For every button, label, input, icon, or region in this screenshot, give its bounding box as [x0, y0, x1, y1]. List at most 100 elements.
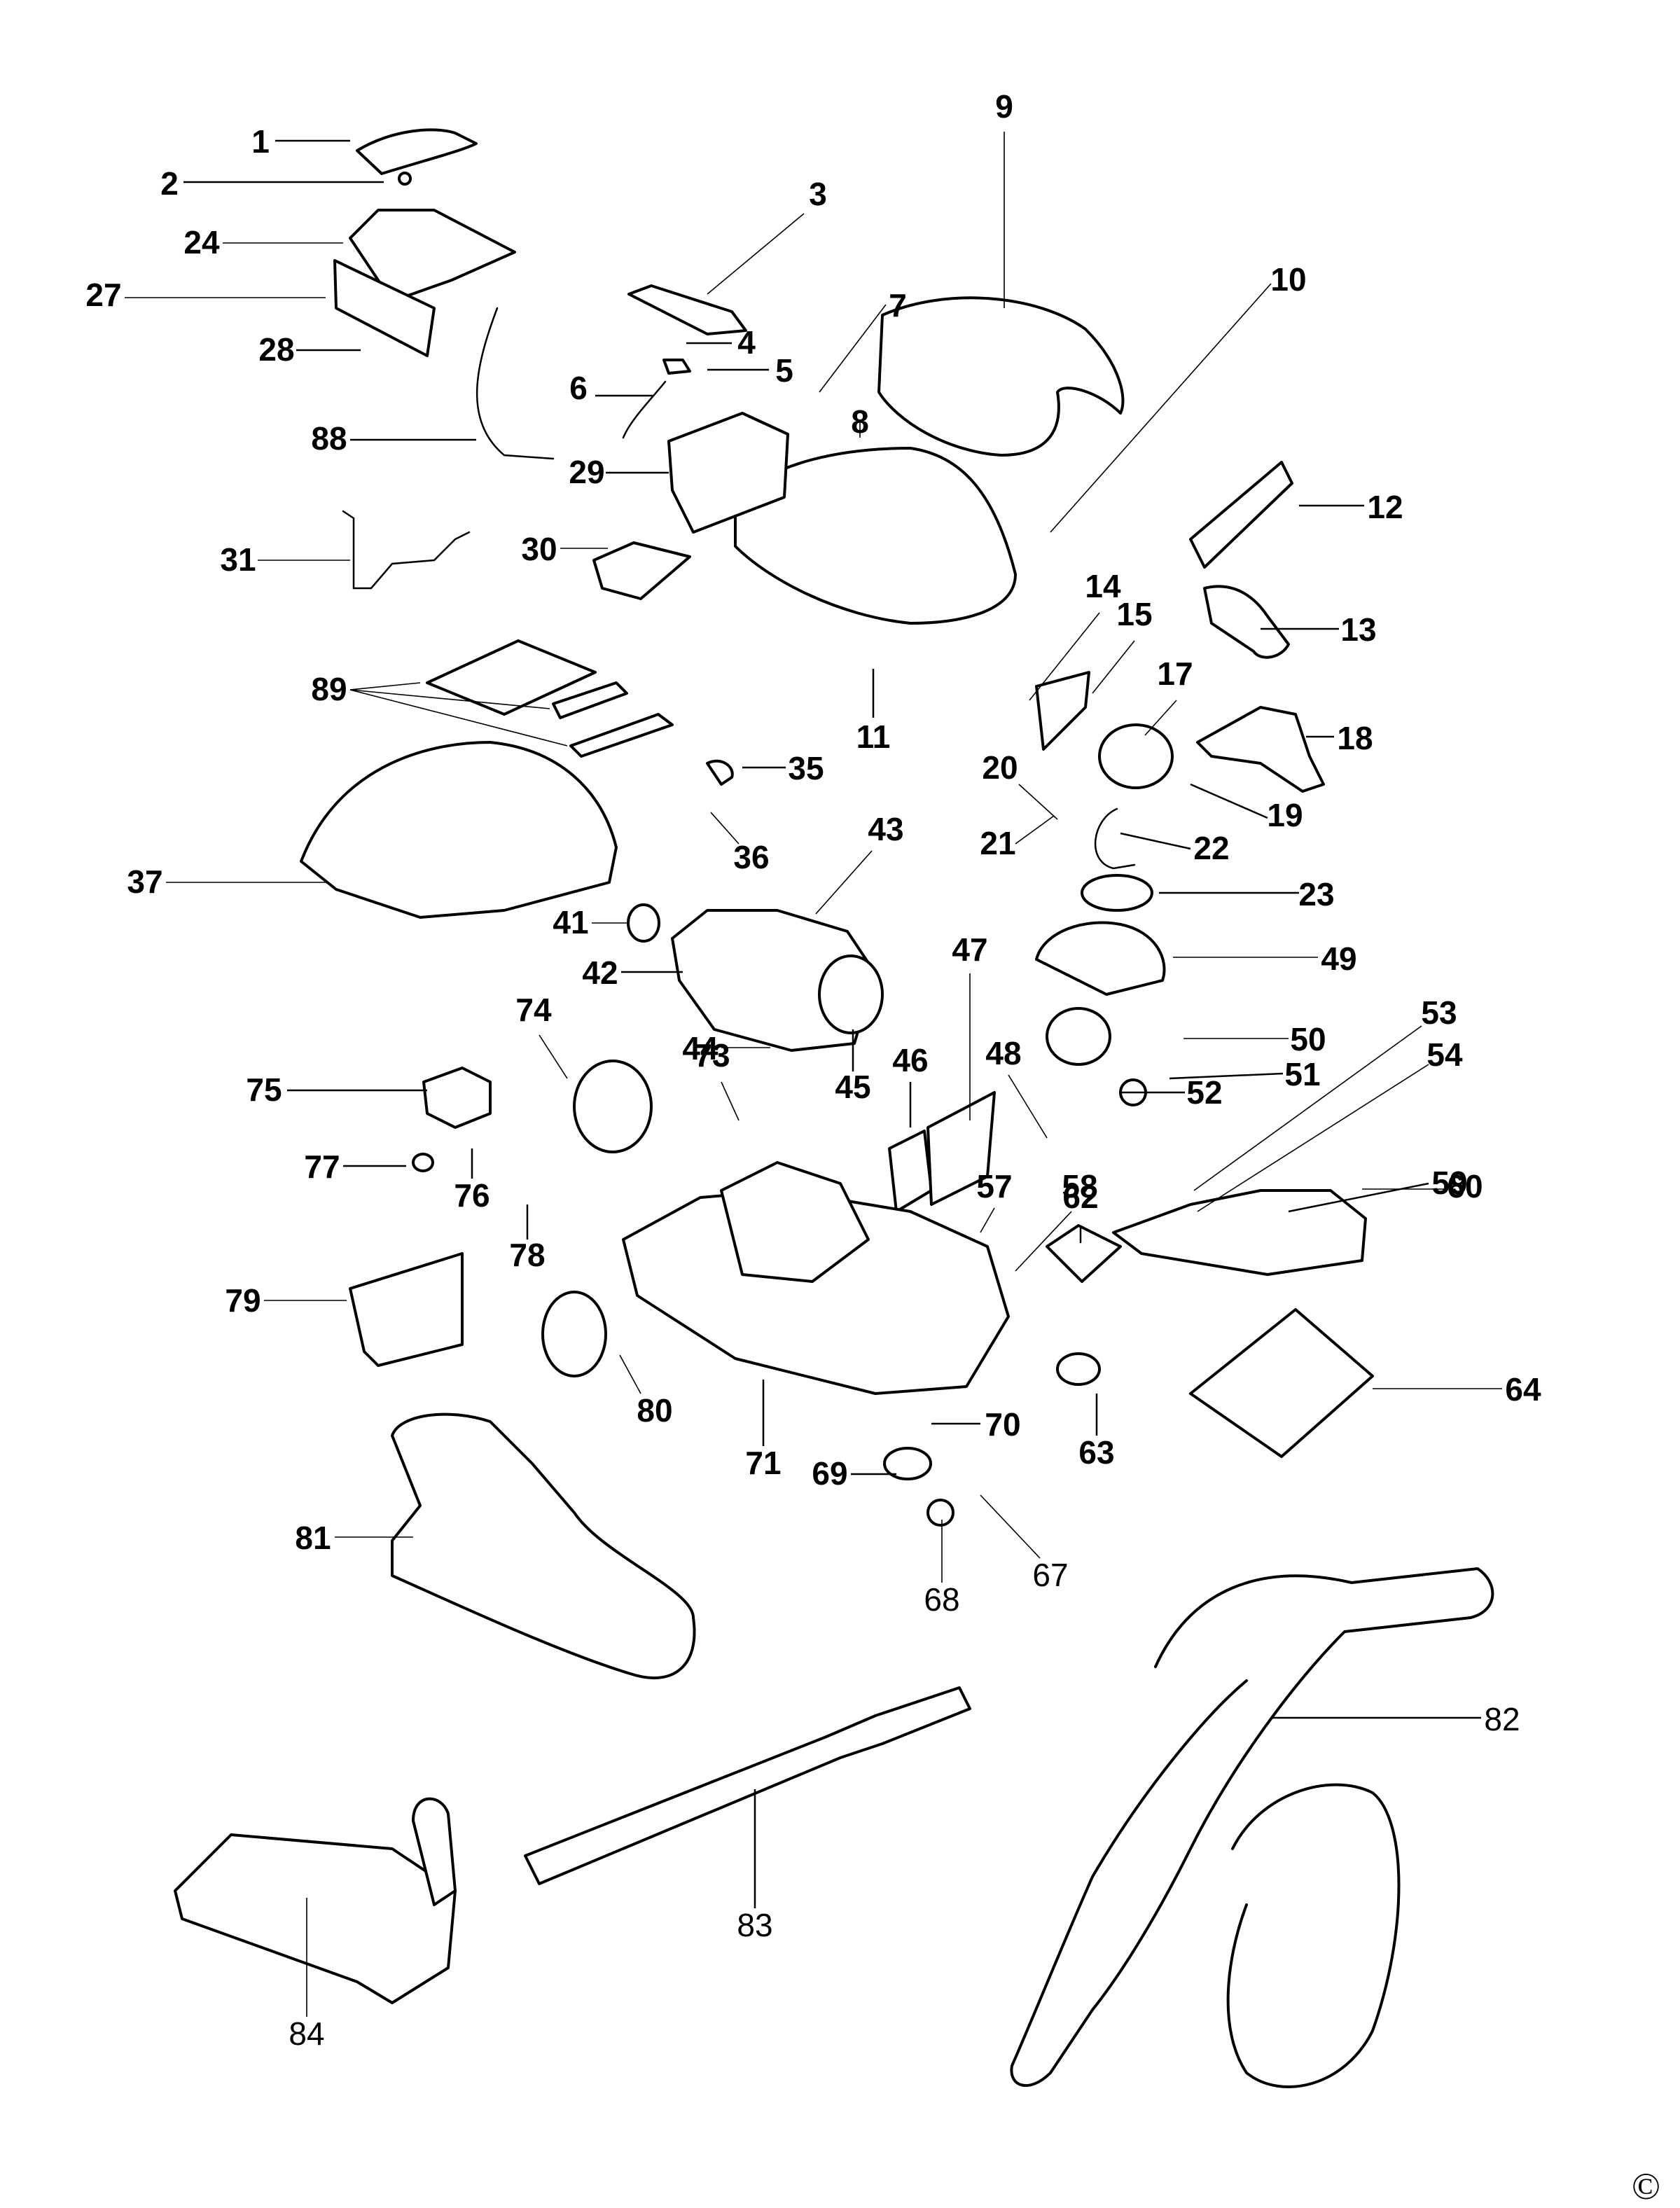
part-label-15: 15 — [1116, 596, 1152, 632]
part-label-20: 20 — [982, 749, 1018, 786]
part-18-nozzle — [1196, 706, 1325, 793]
part-45-end — [818, 954, 884, 1034]
part-30-socket — [592, 541, 691, 600]
part-label-45: 45 — [835, 1069, 870, 1105]
leader-line-part-73 — [721, 1081, 740, 1121]
leader-line-part-74 — [539, 1034, 568, 1079]
part-81-bag — [391, 1412, 696, 1680]
part-label-47: 47 — [952, 931, 987, 968]
part-label-53: 53 — [1421, 994, 1457, 1031]
part-88-cable — [476, 307, 555, 460]
part-label-81: 81 — [295, 1520, 331, 1556]
part-46-plate — [888, 1130, 933, 1213]
part-label-10: 10 — [1270, 261, 1306, 298]
part-13-brush — [1203, 585, 1290, 659]
part-47-filter — [926, 1091, 996, 1206]
part-63-ring — [1056, 1352, 1101, 1386]
part-12-crevice-tool — [1189, 461, 1293, 569]
part-label-5: 5 — [775, 352, 793, 389]
part-label-54: 54 — [1426, 1036, 1463, 1073]
part-label-62: 62 — [1062, 1179, 1098, 1215]
part-label-74: 74 — [515, 992, 552, 1028]
part-74-filter — [573, 1060, 653, 1153]
part-label-24: 24 — [183, 224, 220, 261]
part-79-bag-holder — [349, 1252, 464, 1367]
part-label-41: 41 — [553, 904, 588, 940]
part-label-36: 36 — [733, 839, 769, 875]
part-83-wand — [524, 1686, 971, 1885]
part-84-neck — [412, 1797, 457, 1906]
leader-line-part-17 — [1144, 700, 1177, 736]
part-label-7: 7 — [889, 287, 907, 324]
part-label-50: 50 — [1290, 1021, 1326, 1057]
part-label-27: 27 — [85, 277, 121, 313]
part-89-filter-a — [426, 639, 597, 716]
part-label-11: 11 — [856, 718, 891, 755]
part-label-60: 60 — [1447, 1168, 1483, 1204]
part-label-67: 67 — [1032, 1557, 1068, 1593]
part-label-52: 52 — [1186, 1074, 1222, 1111]
leader-lines — [125, 132, 1502, 2017]
part-label-75: 75 — [246, 1071, 282, 1108]
leader-line-part-48 — [1008, 1074, 1048, 1139]
part-label-82: 82 — [1484, 1701, 1520, 1737]
part-label-78: 78 — [509, 1237, 545, 1273]
part-6-switch — [622, 380, 667, 439]
part-label-22: 22 — [1193, 830, 1229, 866]
part-label-79: 79 — [225, 1282, 261, 1319]
leader-line-part-57 — [980, 1207, 995, 1233]
part-label-18: 18 — [1337, 720, 1373, 756]
part-label-44: 44 — [682, 1030, 718, 1067]
part-label-88: 88 — [311, 420, 347, 457]
part-label-13: 13 — [1340, 611, 1376, 648]
part-label-14: 14 — [1085, 568, 1121, 604]
part-label-6: 6 — [569, 370, 588, 406]
part-label-43: 43 — [868, 811, 903, 847]
part-label-4: 4 — [737, 324, 756, 361]
part-1-handle-cap — [356, 128, 478, 175]
part-75-box — [422, 1067, 492, 1129]
part-label-8: 8 — [851, 403, 869, 440]
part-label-57: 57 — [976, 1168, 1012, 1204]
part-62-seat — [1046, 1224, 1122, 1283]
part-35-clip — [706, 759, 734, 786]
part-27-panel — [333, 259, 436, 357]
leader-line-part-19 — [1190, 783, 1268, 819]
part-3-plate — [627, 284, 747, 335]
leader-line-part-58 — [1015, 1211, 1072, 1272]
leader-line-part-89 — [349, 682, 421, 690]
part-64-bag — [1189, 1308, 1374, 1458]
part-label-89: 89 — [311, 671, 347, 707]
leader-line-part-59 — [1288, 1182, 1429, 1213]
leader-line-part-20 — [1018, 784, 1058, 820]
part-22-clip — [1094, 807, 1136, 870]
part-label-3: 3 — [809, 176, 827, 212]
leader-line-part-36 — [710, 812, 740, 845]
part-label-46: 46 — [892, 1042, 928, 1078]
part-label-2: 2 — [160, 165, 179, 202]
part-label-35: 35 — [788, 750, 824, 786]
part-11-body — [734, 447, 1017, 625]
part-label-28: 28 — [258, 331, 294, 368]
part-label-37: 37 — [127, 863, 162, 900]
leader-line-part-10 — [1050, 283, 1272, 533]
part-label-84: 84 — [289, 2015, 324, 2052]
leader-line-part-22 — [1120, 832, 1191, 850]
part-label-48: 48 — [985, 1035, 1021, 1071]
part-label-21: 21 — [980, 825, 1015, 861]
leader-line-part-43 — [815, 850, 873, 915]
part-77-bulb — [412, 1153, 434, 1172]
part-49-housing — [1035, 921, 1166, 996]
leader-line-part-7 — [819, 304, 887, 393]
part-label-30: 30 — [521, 531, 557, 567]
part-label-63: 63 — [1078, 1434, 1114, 1471]
leader-line-part-3 — [707, 213, 805, 295]
leader-line-part-80 — [619, 1354, 641, 1394]
part-80-wheel — [541, 1291, 607, 1377]
part-50-filter-ring — [1046, 1007, 1111, 1066]
part-label-70: 70 — [985, 1406, 1020, 1443]
leader-line-part-89-1 — [349, 689, 550, 709]
part-60-top — [1112, 1189, 1367, 1276]
leader-line-part-53 — [1193, 1025, 1422, 1191]
